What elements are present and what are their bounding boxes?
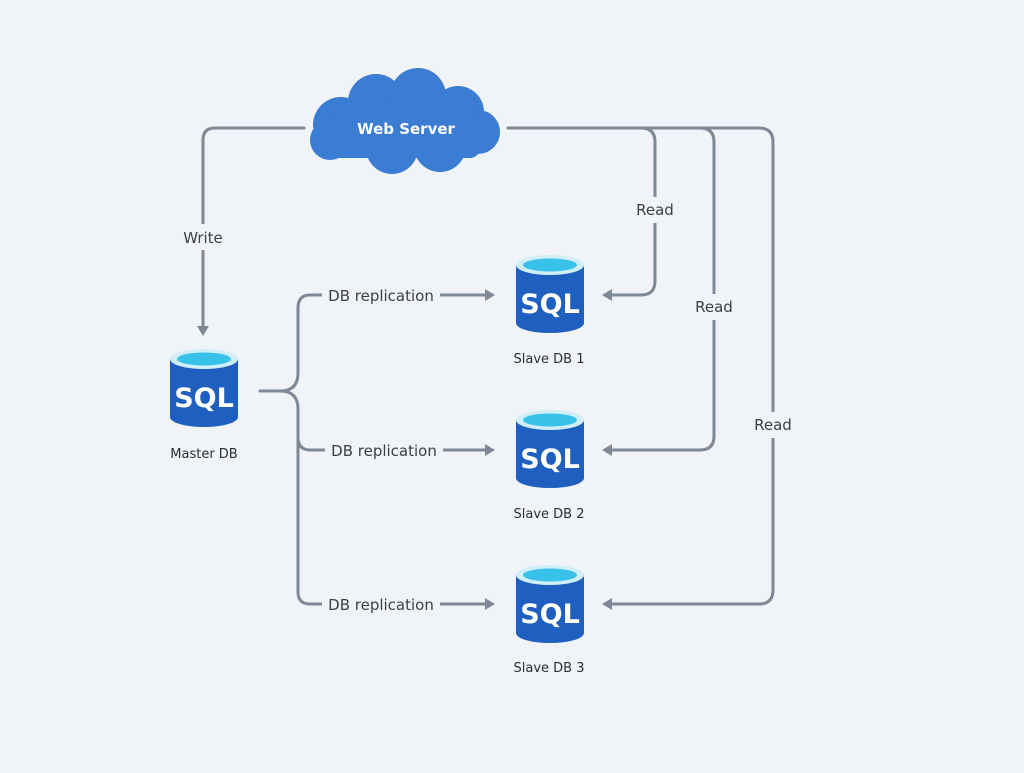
read-label-3: Read: [754, 416, 792, 434]
write-label: Write: [183, 229, 223, 247]
replication-connectors: [258, 289, 495, 610]
sql-database-icon: SQL: [516, 255, 584, 333]
slave-db-3-node: SQL Slave DB 3: [514, 565, 585, 676]
replication-label-1: DB replication: [328, 287, 434, 305]
write-connector: [197, 126, 306, 336]
slave-db-1-caption: Slave DB 1: [514, 352, 585, 367]
slave-db-1-node: SQL Slave DB 1: [514, 255, 585, 367]
read-label-2: Read: [695, 298, 733, 316]
master-db-node: SQL Master DB: [170, 349, 238, 462]
cloud-icon: [310, 68, 500, 174]
sql-database-icon: SQL: [516, 410, 584, 488]
replication-label-2: DB replication: [331, 442, 437, 460]
web-server-node: Web Server: [310, 68, 500, 174]
sql-database-icon: SQL: [516, 565, 584, 643]
slave-db-3-caption: Slave DB 3: [514, 661, 585, 676]
read-label-1: Read: [636, 201, 674, 219]
master-db-caption: Master DB: [170, 447, 237, 462]
slave-db-3-icon-text: SQL: [520, 599, 580, 630]
slave-db-2-icon-text: SQL: [520, 444, 580, 475]
slave-db-1-icon-text: SQL: [520, 289, 580, 320]
slave-db-2-caption: Slave DB 2: [514, 507, 585, 522]
slave-db-2-node: SQL Slave DB 2: [514, 410, 585, 522]
edge-labels: Write DB replication DB replication DB r…: [176, 197, 796, 616]
web-server-label: Web Server: [357, 120, 455, 138]
replication-label-3: DB replication: [328, 596, 434, 614]
master-db-icon-text: SQL: [174, 383, 234, 414]
sql-database-icon: SQL: [170, 349, 238, 427]
